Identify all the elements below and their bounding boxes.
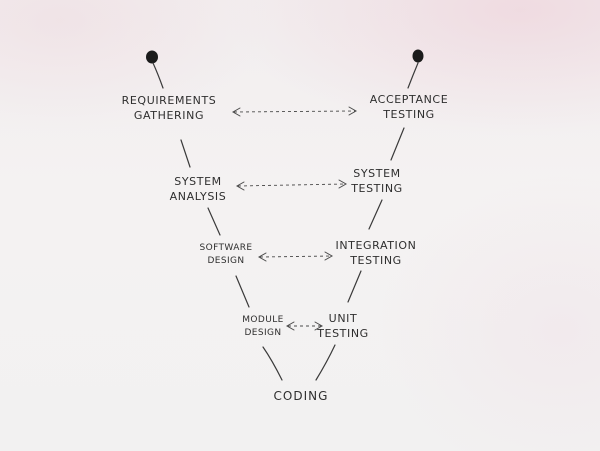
step-module-design: MODULE DESIGN bbox=[242, 314, 283, 340]
step-label-line: ACCEPTANCE bbox=[369, 93, 449, 106]
step-label-line: UNIT bbox=[328, 312, 358, 325]
left-leg-segment bbox=[207, 207, 221, 236]
step-label-line: MODULE bbox=[242, 315, 284, 325]
right-leg-segment bbox=[347, 270, 362, 303]
left-leg-segment bbox=[180, 139, 191, 168]
step-label-line: DESIGN bbox=[244, 328, 282, 338]
step-label-line: SYSTEM bbox=[174, 175, 222, 188]
step-label-line: ANALYSIS bbox=[169, 190, 227, 203]
step-system-analysis: SYSTEM ANALYSIS bbox=[170, 174, 227, 204]
step-coding: CODING bbox=[274, 389, 329, 404]
step-label-line: TESTING bbox=[317, 327, 369, 340]
left-leg-segment bbox=[152, 62, 164, 89]
step-label-line: INTEGRATION bbox=[335, 239, 417, 252]
step-system-testing: SYSTEM TESTING bbox=[351, 166, 403, 196]
analysis-system-testing-arrow bbox=[235, 179, 348, 191]
step-label-line: SOFTWARE bbox=[199, 243, 253, 253]
step-label-line: TESTING bbox=[383, 108, 435, 121]
requirements-acceptance-arrow bbox=[231, 106, 358, 117]
step-requirements-gathering: REQUIREMENTS GATHERING bbox=[122, 93, 217, 123]
step-software-design: SOFTWARE DESIGN bbox=[199, 242, 252, 268]
right-pin-dot bbox=[412, 49, 424, 63]
step-label-line: GATHERING bbox=[133, 109, 205, 122]
right-leg-segment bbox=[368, 199, 383, 230]
right-leg-segment bbox=[390, 127, 405, 161]
step-label-line: DESIGN bbox=[207, 256, 245, 266]
step-integration-testing: INTEGRATION TESTING bbox=[336, 238, 417, 268]
step-label-line: REQUIREMENTS bbox=[121, 94, 217, 107]
left-leg-segment bbox=[235, 275, 250, 308]
module-unit-arrow bbox=[285, 321, 324, 331]
step-acceptance-testing: ACCEPTANCE TESTING bbox=[370, 92, 449, 122]
design-integration-arrow bbox=[257, 251, 334, 262]
right-leg-segment bbox=[315, 344, 336, 381]
step-label-line: TESTING bbox=[351, 182, 403, 195]
left-pin-dot bbox=[146, 50, 158, 64]
step-unit-testing: UNIT TESTING bbox=[317, 311, 369, 341]
left-leg-segment bbox=[262, 346, 283, 381]
step-label-line: TESTING bbox=[350, 254, 402, 267]
step-label-line: CODING bbox=[273, 389, 329, 403]
step-label-line: SYSTEM bbox=[353, 167, 401, 180]
right-leg-segment bbox=[407, 62, 419, 89]
